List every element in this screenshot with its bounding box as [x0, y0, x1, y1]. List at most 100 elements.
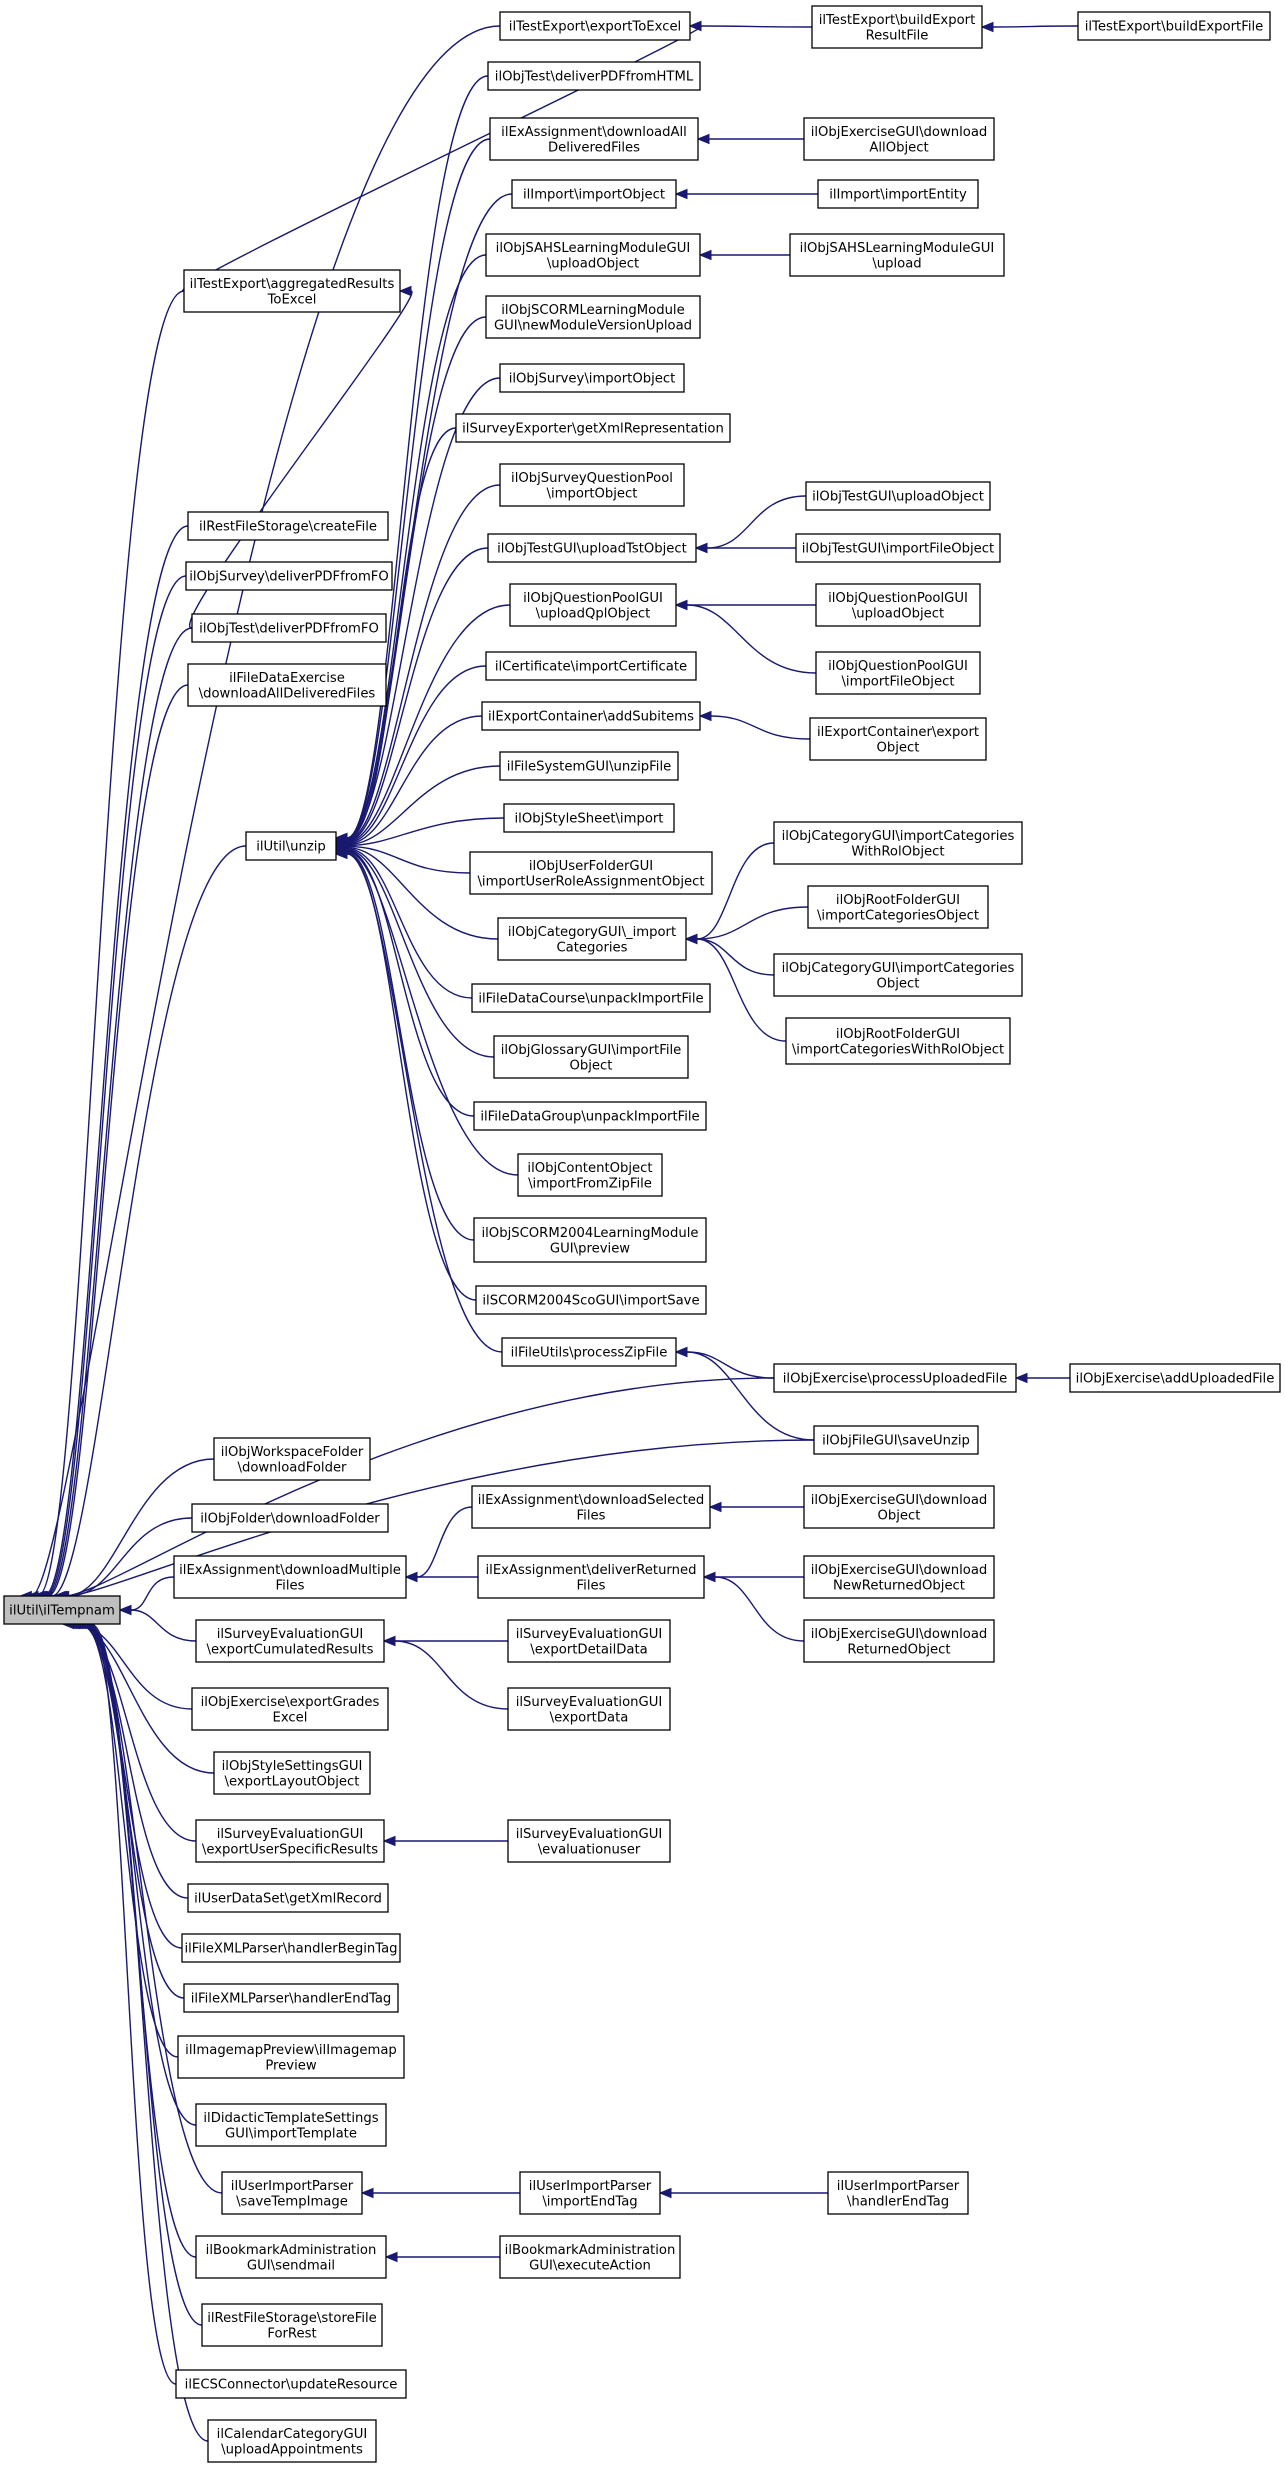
node-test-deliverhtml[interactable]: ilObjTest\deliverPDFfromHTML: [487, 61, 701, 91]
node-seg-evaluser[interactable]: ilSurveyEvaluationGUI\evaluationuser: [507, 1819, 671, 1863]
node-label: \downloadFolder: [238, 1460, 348, 1475]
edge-te_build-to-te_export: [688, 20, 813, 32]
edge-ex_grades-to-root: [61, 1618, 193, 1710]
node-expcont-add[interactable]: ilExportContainer\addSubitems: [481, 701, 701, 731]
node-scorm-newver[interactable]: ilObjSCORMLearningModuleGUI\newModuleVer…: [485, 295, 701, 339]
node-te-export[interactable]: ilTestExport\exportToExcel: [499, 11, 691, 41]
node-ex-process[interactable]: ilObjExercise\processUploadedFile: [773, 1363, 1017, 1393]
node-label: ilObjExerciseGUI\download: [811, 1493, 988, 1508]
node-exa-dlall[interactable]: ilExAssignment\downloadAllDeliveredFiles: [489, 117, 699, 161]
node-qpl-uploadqpl[interactable]: ilObjQuestionPoolGUI\uploadQplObject: [509, 583, 677, 627]
node-label: ilObjTestGUI\uploadObject: [812, 490, 984, 505]
node-folder-dl[interactable]: ilObjFolder\downloadFolder: [191, 1503, 389, 1533]
node-survey-exporter[interactable]: ilSurveyExporter\getXmlRepresentation: [455, 413, 731, 443]
node-box: [191, 1503, 389, 1533]
edge-exgui_dlall-to-exa_dlall: [696, 133, 804, 145]
node-fde-dlall[interactable]: ilFileDataExercise\downloadAllDeliveredF…: [187, 663, 387, 707]
node-testgui-uploadtst[interactable]: ilObjTestGUI\uploadTstObject: [487, 533, 697, 563]
edge-import_entity-to-import_obj: [674, 188, 819, 200]
arrowhead: [658, 2187, 672, 2199]
node-uds-xml[interactable]: ilUserDataSet\getXmlRecord: [187, 1883, 389, 1913]
node-ecs-update[interactable]: ilECSConnector\updateResource: [175, 2369, 407, 2399]
node-testgui-importfile[interactable]: ilObjTestGUI\importFileObject: [795, 533, 1001, 563]
node-fsgui-unzip[interactable]: ilFileSystemGUI\unzipFile: [499, 751, 679, 781]
node-util-unzip[interactable]: ilUtil\unzip: [245, 831, 337, 861]
node-label: GUI\executeAction: [529, 2258, 651, 2273]
node-glossary-import[interactable]: ilObjGlossaryGUI\importFileObject: [493, 1035, 689, 1079]
node-seg-cumul[interactable]: ilSurveyEvaluationGUI\exportCumulatedRes…: [195, 1619, 385, 1663]
node-label: ilUserImportParser: [837, 2179, 960, 2194]
node-restfs-create[interactable]: ilRestFileStorage\createFile: [187, 511, 389, 541]
arrowhead: [384, 2251, 398, 2263]
node-label: ilObjSurvey\importObject: [509, 372, 676, 387]
node-style-export[interactable]: ilObjStyleSettingsGUI\exportLayoutObject: [213, 1751, 371, 1795]
node-label: DeliveredFiles: [548, 140, 640, 155]
node-import-entity[interactable]: ilImport\importEntity: [817, 179, 979, 209]
node-label: ilImport\importObject: [523, 188, 665, 203]
node-survey-deliverfo[interactable]: ilObjSurvey\deliverPDFfromFO: [185, 561, 393, 591]
node-survey-import[interactable]: ilObjSurvey\importObject: [499, 363, 685, 393]
node-content-import[interactable]: ilObjContentObject\importFromZipFile: [517, 1153, 663, 1197]
node-didactic[interactable]: ilDidacticTemplateSettingsGUI\importTemp…: [195, 2103, 387, 2147]
node-te-buildfile[interactable]: ilTestExport\buildExportFile: [1077, 11, 1271, 41]
node-stylesheet-import[interactable]: ilObjStyleSheet\import: [503, 803, 675, 833]
edge-test_deliverfo-to-te_aggr: [189, 285, 413, 629]
node-import-obj[interactable]: ilImport\importObject: [511, 179, 677, 209]
node-sco-import[interactable]: ilSCORM2004ScoGUI\importSave: [475, 1285, 707, 1315]
node-ws-dlfolder[interactable]: ilObjWorkspaceFolder\downloadFolder: [213, 1437, 371, 1481]
node-root[interactable]: ilUtil\ilTempnam: [3, 1595, 121, 1625]
node-filegui-unzip[interactable]: ilObjFileGUI\saveUnzip: [813, 1425, 979, 1455]
node-uip-import[interactable]: ilUserImportParser\importEndTag: [519, 2171, 661, 2215]
node-exgui-dlnewret[interactable]: ilObjExerciseGUI\downloadNewReturnedObje…: [803, 1555, 995, 1599]
node-qpl-importfile[interactable]: ilObjQuestionPoolGUI\importFileObject: [815, 651, 981, 695]
node-fileutils-zip[interactable]: ilFileUtils\processZipFile: [501, 1337, 677, 1367]
node-fxp-end[interactable]: ilFileXMLParser\handlerEndTag: [183, 1983, 399, 2013]
arrowhead: [674, 188, 688, 200]
node-cert-import[interactable]: ilCertificate\importCertificate: [485, 651, 697, 681]
node-uip-handler[interactable]: ilUserImportParser\handlerEndTag: [827, 2171, 969, 2215]
node-seg-user[interactable]: ilSurveyEvaluationGUI\exportUserSpecific…: [195, 1819, 385, 1863]
node-label: ilExportContainer\export: [817, 725, 979, 740]
node-seg-data[interactable]: ilSurveyEvaluationGUI\exportData: [507, 1687, 671, 1731]
node-sahs-upload[interactable]: ilObjSAHSLearningModuleGUI\uploadObject: [485, 233, 701, 277]
node-rootgui-catobj[interactable]: ilObjRootFolderGUI\importCategoriesObjec…: [807, 885, 989, 929]
node-catgui-importobj[interactable]: ilObjCategoryGUI\importCategoriesObject: [773, 953, 1023, 997]
node-testgui-uploadobj[interactable]: ilObjTestGUI\uploadObject: [805, 481, 991, 511]
node-cal-upload[interactable]: ilCalendarCategoryGUI\uploadAppointments: [207, 2419, 377, 2463]
node-box: [477, 1555, 705, 1599]
node-fdc-unpack[interactable]: ilFileDataCourse\unpackImportFile: [471, 983, 711, 1013]
node-fxp-begin[interactable]: ilFileXMLParser\handlerBeginTag: [181, 1933, 401, 1963]
node-sqpool-import[interactable]: ilObjSurveyQuestionPool\importObject: [499, 463, 685, 507]
node-ex-addup[interactable]: ilObjExercise\addUploadedFile: [1069, 1363, 1281, 1393]
node-userfolder-import[interactable]: ilObjUserFolderGUI\importUserRoleAssignm…: [469, 851, 713, 895]
node-label: ilBookmarkAdministration: [505, 2243, 676, 2258]
node-catgui-import[interactable]: ilObjCategoryGUI\_importCategories: [497, 917, 687, 961]
node-box: [503, 803, 675, 833]
node-uip-save[interactable]: ilUserImportParser\saveTempImage: [221, 2171, 363, 2215]
node-rootgui-withrol[interactable]: ilObjRootFolderGUI\importCategoriesWithR…: [785, 1017, 1011, 1065]
node-sahs-upload2[interactable]: ilObjSAHSLearningModuleGUI\upload: [789, 233, 1005, 277]
node-imagemap[interactable]: ilImagemapPreview\ilImagemapPreview: [177, 2035, 405, 2079]
node-catgui-withrol[interactable]: ilObjCategoryGUI\importCategoriesWithRol…: [773, 821, 1023, 865]
node-seg-detail[interactable]: ilSurveyEvaluationGUI\exportDetailData: [507, 1619, 671, 1663]
node-fdg-unpack[interactable]: ilFileDataGroup\unpackImportFile: [473, 1101, 707, 1131]
node-bm-exec[interactable]: ilBookmarkAdministrationGUI\executeActio…: [499, 2235, 681, 2279]
node-qpl-uploadobj[interactable]: ilObjQuestionPoolGUI\uploadObject: [815, 583, 981, 627]
node-box: [195, 2103, 387, 2147]
node-test-deliverfo[interactable]: ilObjTest\deliverPDFfromFO: [191, 613, 387, 643]
node-box: [191, 1687, 389, 1731]
node-label: GUI\sendmail: [247, 2258, 335, 2273]
